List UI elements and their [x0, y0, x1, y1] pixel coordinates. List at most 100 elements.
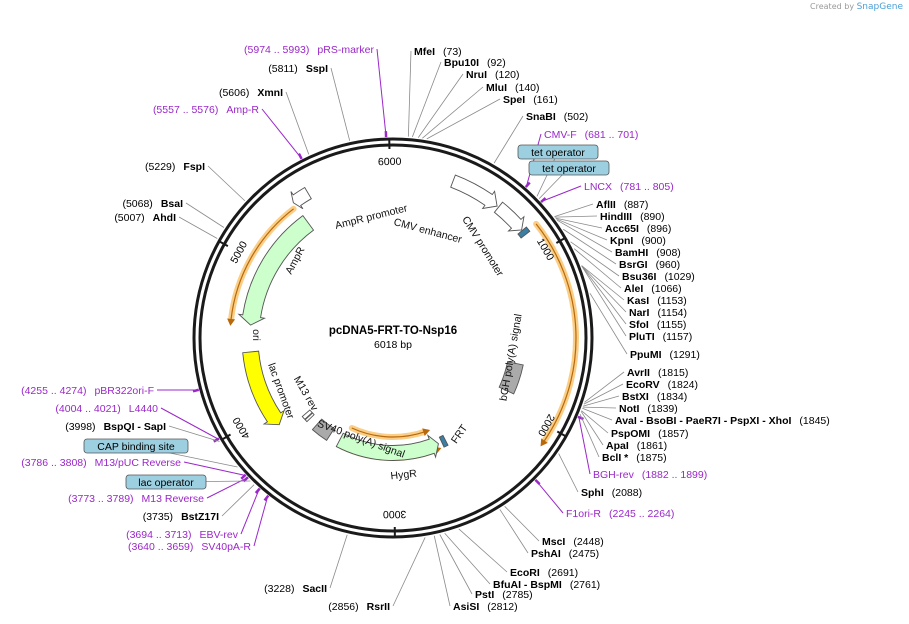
label-coord: (92) — [487, 57, 506, 69]
label-leader-line — [573, 248, 622, 289]
label-leader-line — [285, 91, 310, 155]
label-coord: (960) — [656, 259, 681, 271]
label-name: EcoRI — [510, 567, 540, 579]
label-coord: (120) — [495, 69, 520, 81]
label-coord: (896) — [647, 223, 672, 235]
label-leader-line — [185, 202, 225, 228]
label-pshai: PshAI(2475) — [531, 548, 599, 560]
label-asisi: AsiSI(2812) — [453, 601, 518, 613]
label-name: AsiSI — [453, 601, 479, 613]
label-amp-r: Amp-R(5557 .. 5576) — [153, 104, 259, 116]
label-leader-line — [183, 461, 246, 476]
label-leader-line — [168, 425, 220, 442]
label-name: HindIII — [600, 211, 632, 223]
feature-cmv-enhancer — [450, 174, 498, 210]
label-tet-operator: tet operator — [528, 160, 610, 176]
feature-label-bgh-poly-a-signal: bGH poly(A) signal — [497, 313, 524, 402]
label-kasi: KasI(1153) — [627, 295, 687, 307]
label-name: NarI — [629, 307, 650, 319]
feature-tag-text: lac operator — [138, 477, 194, 489]
feature-tag-box — [528, 160, 610, 176]
label-coord: (3998) — [65, 421, 95, 433]
label-name: PstI — [475, 589, 494, 601]
label-sspi: SspI (5811) — [268, 63, 328, 75]
label-m13-reverse: M13 Reverse(3773 .. 3789) — [68, 493, 204, 505]
tick-mark — [221, 433, 232, 441]
snapgene-logo: SnapGene — [856, 2, 903, 12]
label-name: PluTI — [629, 331, 655, 343]
label-f1ori-r: F1ori-R(2245 .. 2264) — [566, 508, 674, 520]
label-coord: (2088) — [612, 487, 642, 499]
label-tet-operator: tet operator — [517, 144, 599, 160]
feature-ampr-promoter — [290, 186, 312, 210]
feature-hygr — [335, 432, 439, 461]
label-leader-line — [581, 266, 627, 337]
label-bsu36i: Bsu36I(1029) — [622, 271, 695, 283]
label-leader-line — [426, 98, 501, 140]
tick-mark — [555, 237, 566, 244]
label-coord: (1155) — [657, 319, 687, 331]
label-apai: ApaI(1861) — [606, 440, 667, 452]
label-name: PspOMI — [611, 428, 650, 440]
backbone — [192, 137, 594, 539]
label-leader-line — [541, 185, 582, 202]
label-name: KasI — [627, 295, 649, 307]
label-bstz17i: BstZ17I(3735) — [143, 511, 219, 523]
label-name: MscI — [542, 536, 565, 548]
label-name: XmnI — [257, 87, 283, 99]
label-coord: (1834) — [657, 391, 687, 403]
label-noti: NotI(1839) — [619, 403, 678, 415]
label-leader-line — [556, 219, 613, 253]
feature-tag-text: CAP binding site — [97, 441, 175, 453]
label-l4440: L4440(4004 .. 4021) — [55, 403, 158, 415]
label-leader-line — [407, 50, 412, 137]
label-leader-line — [581, 265, 627, 325]
label-leader-line — [535, 480, 564, 514]
label-name: FspI — [183, 161, 205, 173]
label-leader-line — [558, 453, 579, 493]
label-name: NruI — [466, 69, 487, 81]
label-leader-line — [261, 108, 302, 159]
label-coord: (2475) — [569, 548, 599, 560]
label-ecori: EcoRI(2691) — [510, 567, 578, 579]
label-leader-line — [554, 215, 598, 218]
feature-label-cmv-enhancer: CMV enhancer — [392, 216, 463, 246]
label-coord: (681 .. 701) — [585, 129, 639, 141]
label-sv40pa-r: SV40pA-R(3640 .. 3659) — [128, 541, 251, 553]
label-coord: (2856) — [328, 601, 358, 613]
label-leader-line — [578, 417, 591, 475]
label-name: SV40pA-R — [201, 541, 251, 553]
label-coord: (890) — [640, 211, 665, 223]
label-leader-line — [178, 216, 218, 239]
orf-arc-core — [230, 208, 294, 320]
feature-label-hygr: HygR — [390, 468, 418, 483]
label-coord: (3773 .. 3789) — [68, 493, 133, 505]
label-leader-line — [458, 528, 508, 573]
label-cmv-f: CMV-F(681 .. 701) — [544, 129, 638, 141]
label-bstxi: BstXI(1834) — [622, 391, 687, 403]
label-sacii: SacII(3228) — [264, 583, 327, 595]
label-name: BsaI — [161, 198, 183, 210]
label-name: LNCX — [584, 181, 612, 193]
label-coord: (5974 .. 5993) — [244, 44, 309, 56]
label-name: BfuAI - BspMI — [493, 579, 562, 591]
orf-arc-core — [535, 223, 577, 442]
label-leader-line — [433, 535, 451, 607]
label-fspi: FspI(5229) — [145, 161, 205, 173]
label-ppumi: PpuMI(1291) — [630, 349, 700, 361]
label-leader-line — [221, 484, 255, 517]
label-lncx: LNCX(781 .. 805) — [584, 181, 674, 193]
feature-bgh-poly-a-signal — [498, 361, 524, 395]
label-coord: (1157) — [663, 331, 693, 343]
label-leader-line — [392, 537, 426, 607]
label-name: AvaI - BsoBI - PaeR7I - PspXI - XhoI — [615, 415, 791, 427]
label-coord: (1839) — [647, 403, 677, 415]
label-name: L4440 — [129, 403, 158, 415]
label-coord: (502) — [564, 111, 589, 123]
feature-ori — [242, 350, 285, 426]
plasmid-size: 6018 bp — [374, 339, 412, 351]
label-coord: (5007) — [114, 212, 144, 224]
label-name: SspI — [306, 63, 328, 75]
label-coord: (5811) — [268, 63, 298, 75]
